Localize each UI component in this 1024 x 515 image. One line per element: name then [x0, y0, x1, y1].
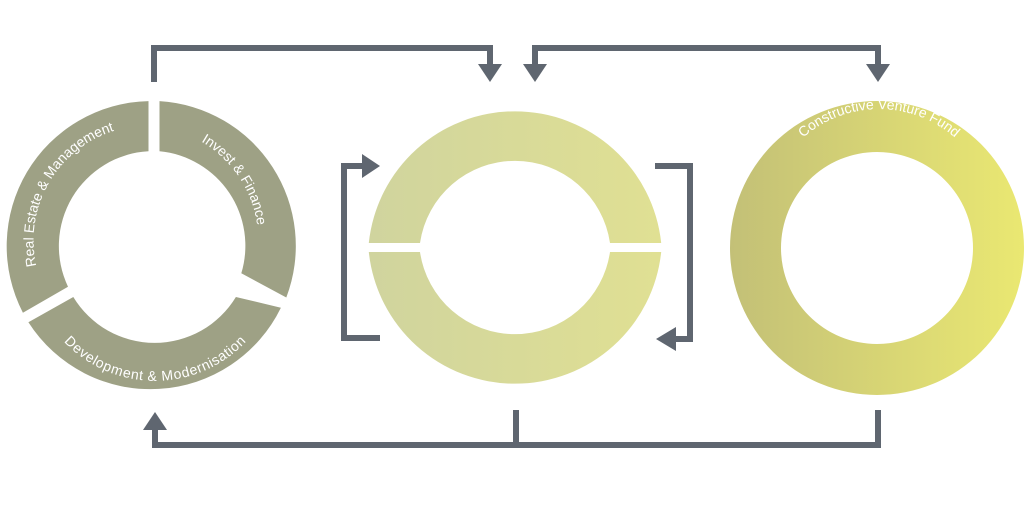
loop-right-bracket — [655, 163, 693, 342]
arrow-down-icon — [866, 64, 890, 82]
left-ring: Real Estate & Management Invest & Financ… — [6, 101, 296, 390]
loop-left-bracket — [341, 163, 380, 341]
connector-middle-right-top — [532, 45, 881, 66]
connector-bottom-left — [152, 410, 881, 448]
segment-data-platform — [368, 111, 662, 243]
connectors — [143, 45, 890, 448]
connector-left-to-middle — [151, 45, 493, 82]
arrow-down-icon — [478, 64, 502, 82]
middle-ring: Data Platform Ventures — [368, 91, 662, 399]
arrow-left-icon — [656, 327, 676, 351]
segment-venture-fund — [730, 101, 1024, 395]
segment-ventures — [368, 252, 662, 384]
segment-invest — [159, 101, 296, 298]
arrow-down-icon — [523, 64, 547, 82]
segment-real-estate — [6, 101, 149, 313]
label-ventures: Ventures — [485, 380, 545, 399]
arrow-right-icon — [362, 154, 380, 178]
arrow-up-icon — [143, 412, 167, 430]
segment-development — [28, 297, 281, 390]
right-ring: Constructive Venture Fund — [730, 96, 1024, 395]
